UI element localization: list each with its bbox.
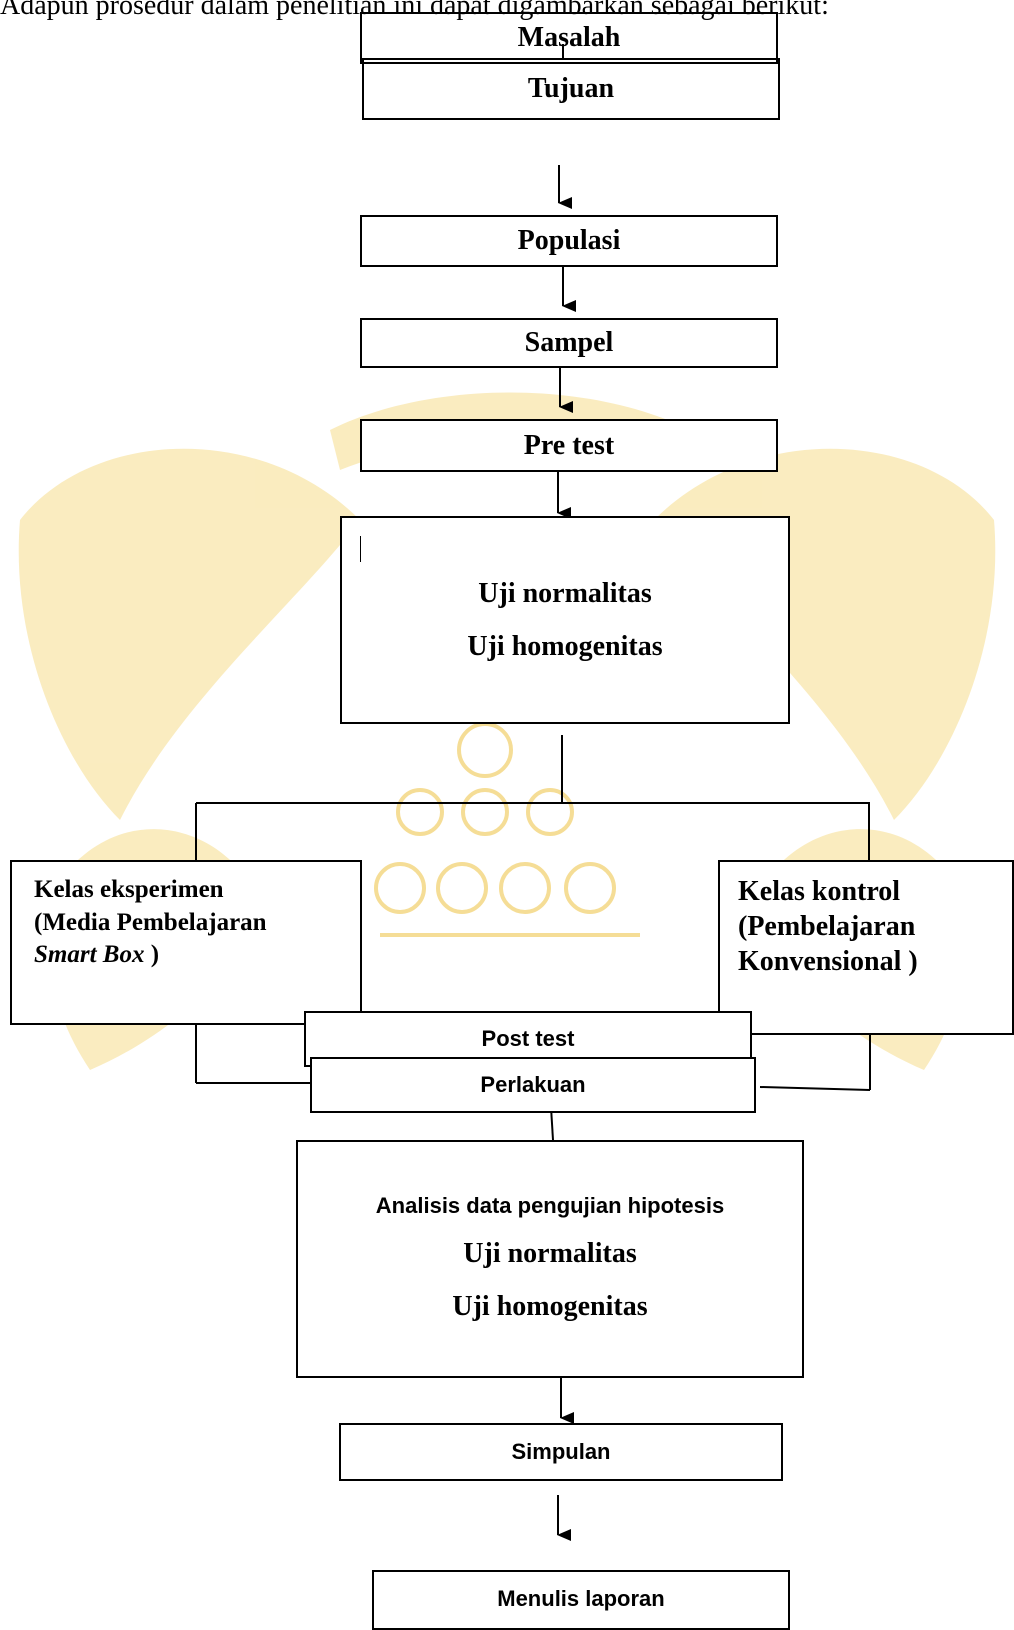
- box-analisis: Analisis data pengujian hipotesis Uji no…: [296, 1140, 804, 1378]
- laporan-label: Menulis laporan: [497, 1586, 665, 1611]
- eksperimen-desc: (Media Pembelajaran: [34, 908, 267, 936]
- simpulan-label: Simpulan: [511, 1439, 611, 1464]
- box-kelas-kontrol: Kelas kontrol (Pembelajaran Konvensional…: [718, 860, 1014, 1035]
- populasi-label: Populasi: [517, 225, 621, 256]
- box-sampel: Sampel: [360, 318, 778, 368]
- posttest-label: Post test: [481, 1026, 575, 1051]
- tujuan-label: Tujuan: [527, 73, 615, 104]
- kontrol-title: Kelas kontrol: [738, 876, 901, 907]
- uji-homogenitas-label: Uji homogenitas: [467, 631, 663, 662]
- smart-box-label: Smart Box: [34, 941, 145, 968]
- box-perlakuan: Perlakuan: [310, 1057, 756, 1113]
- box-menulis-laporan: Menulis laporan: [372, 1570, 790, 1630]
- eksperimen-close: ): [144, 941, 160, 968]
- analisis-label: Analisis data pengujian hipotesis: [375, 1192, 725, 1218]
- uji2-homogenitas-label: Uji homogenitas: [452, 1290, 648, 1322]
- box-masalah: Masalah: [360, 12, 778, 64]
- line-right-join: [759, 1086, 871, 1091]
- box-kelas-eksperimen: Kelas eksperimen (Media Pembelajaran Sma…: [10, 860, 362, 1025]
- perlakuan-label: Perlakuan: [480, 1072, 586, 1097]
- masalah-label: Masalah: [517, 22, 621, 53]
- eksperimen-title: Kelas eksperimen: [34, 876, 224, 903]
- box-simpulan: Simpulan: [339, 1423, 783, 1481]
- box-uji-awal: Uji normalitas Uji homogenitas: [340, 516, 790, 724]
- uji-normalitas-label: Uji normalitas: [478, 577, 652, 609]
- box-populasi: Populasi: [360, 215, 778, 267]
- eksperimen-media: Smart Box ): [34, 939, 159, 972]
- kontrol-desc: (Pembelajaran: [738, 911, 916, 942]
- pretest-label: Pre test: [523, 429, 615, 461]
- sampel-label: Sampel: [524, 327, 614, 358]
- box-tujuan: Tujuan: [362, 58, 780, 120]
- uji2-normalitas-label: Uji normalitas: [463, 1237, 637, 1269]
- kontrol-method: Konvensional ): [738, 946, 918, 977]
- intro-text: Adapun prosedur dalam penelitian ini dap…: [0, 0, 829, 21]
- text-cursor: [360, 536, 361, 562]
- box-pretest: Pre test: [360, 419, 778, 472]
